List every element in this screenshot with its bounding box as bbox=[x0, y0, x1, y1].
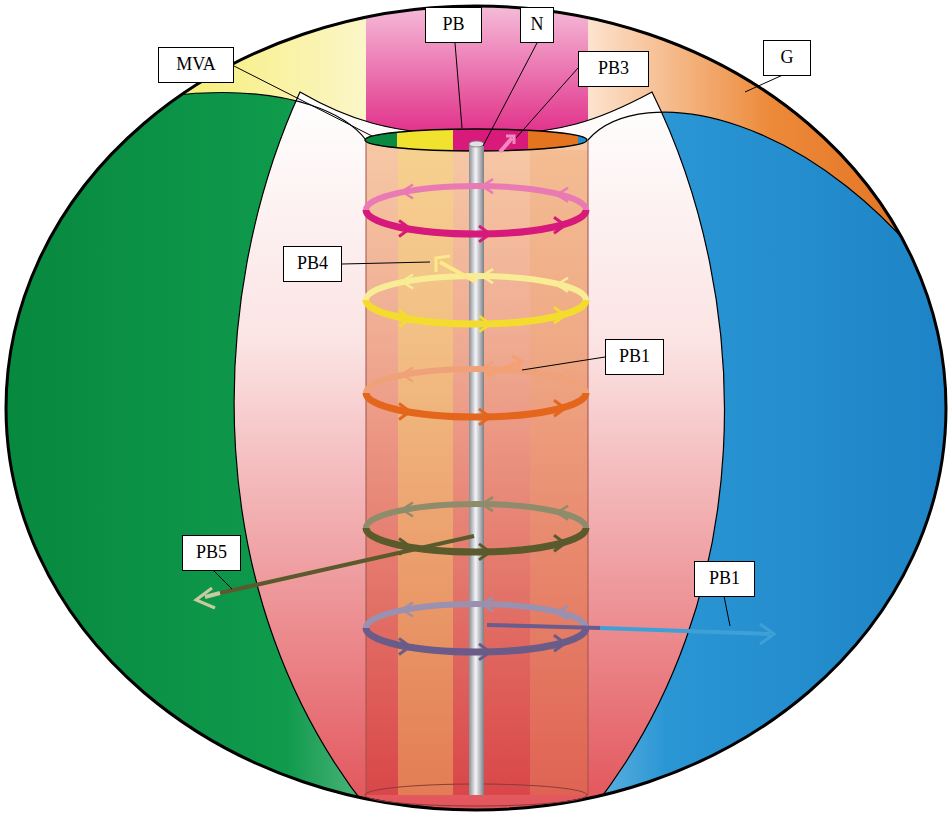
callout-label: PB4 bbox=[283, 246, 342, 282]
callout-label: PB3 bbox=[578, 51, 649, 87]
callout-label: G bbox=[763, 40, 811, 76]
callout-label: MVA bbox=[158, 47, 234, 83]
callout-label: PB1 bbox=[605, 339, 664, 375]
callout-label: PB1 bbox=[694, 561, 755, 597]
callout-label: PB bbox=[425, 7, 482, 43]
callout-label: PB5 bbox=[182, 535, 241, 571]
leader-lines bbox=[212, 43, 785, 626]
callout-label: N bbox=[520, 7, 554, 43]
